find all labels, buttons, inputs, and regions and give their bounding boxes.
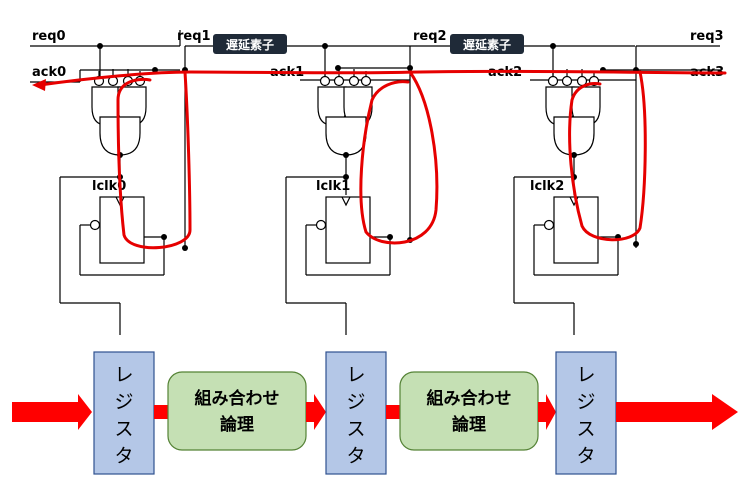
register-3-char-2: ジ (576, 391, 595, 413)
input-arrow (12, 394, 92, 430)
logic-block-1 (167, 371, 307, 451)
logic-block-2 (399, 371, 539, 451)
delay-element-2 (450, 34, 524, 54)
lclk1-label: lclk1 (316, 179, 350, 194)
req2-label: req2 (413, 29, 447, 44)
logic-block-1-line1: 組み合わせ (195, 388, 280, 409)
register-3-char-1: レ (576, 364, 595, 386)
lclk0-label: lclk0 (92, 179, 126, 194)
register-2-char-1: レ (346, 364, 365, 386)
req1-label: req1 (177, 29, 211, 44)
register-3-char-4: タ (576, 445, 595, 467)
logic-block-1-line2: 論理 (220, 414, 254, 435)
req0-label: req0 (32, 29, 66, 44)
register-1-char-4: タ (114, 445, 133, 467)
logic-block-2-line1: 組み合わせ (427, 388, 512, 409)
register-1-char-1: レ (114, 364, 133, 386)
req3-label: req3 (690, 29, 724, 44)
delay-element-1-label: 遅延素子 (226, 37, 274, 52)
register-3 (555, 351, 617, 475)
delay-element-1 (213, 34, 287, 54)
register-1 (93, 351, 155, 475)
lclk2-label: lclk2 (530, 179, 564, 194)
logic-block-2-line2: 論理 (452, 414, 486, 435)
register-2-char-3: ス (346, 418, 365, 440)
ack0-label: ack0 (32, 65, 66, 80)
register-1-char-2: ジ (114, 391, 133, 413)
register-1-char-3: ス (114, 418, 133, 440)
output-arrow (616, 394, 738, 430)
register-3-char-3: ス (576, 418, 595, 440)
delay-element-2-label: 遅延素子 (463, 37, 511, 52)
register-2 (325, 351, 387, 475)
register-2-char-2: ジ (346, 391, 365, 413)
register-2-char-4: タ (346, 445, 365, 467)
